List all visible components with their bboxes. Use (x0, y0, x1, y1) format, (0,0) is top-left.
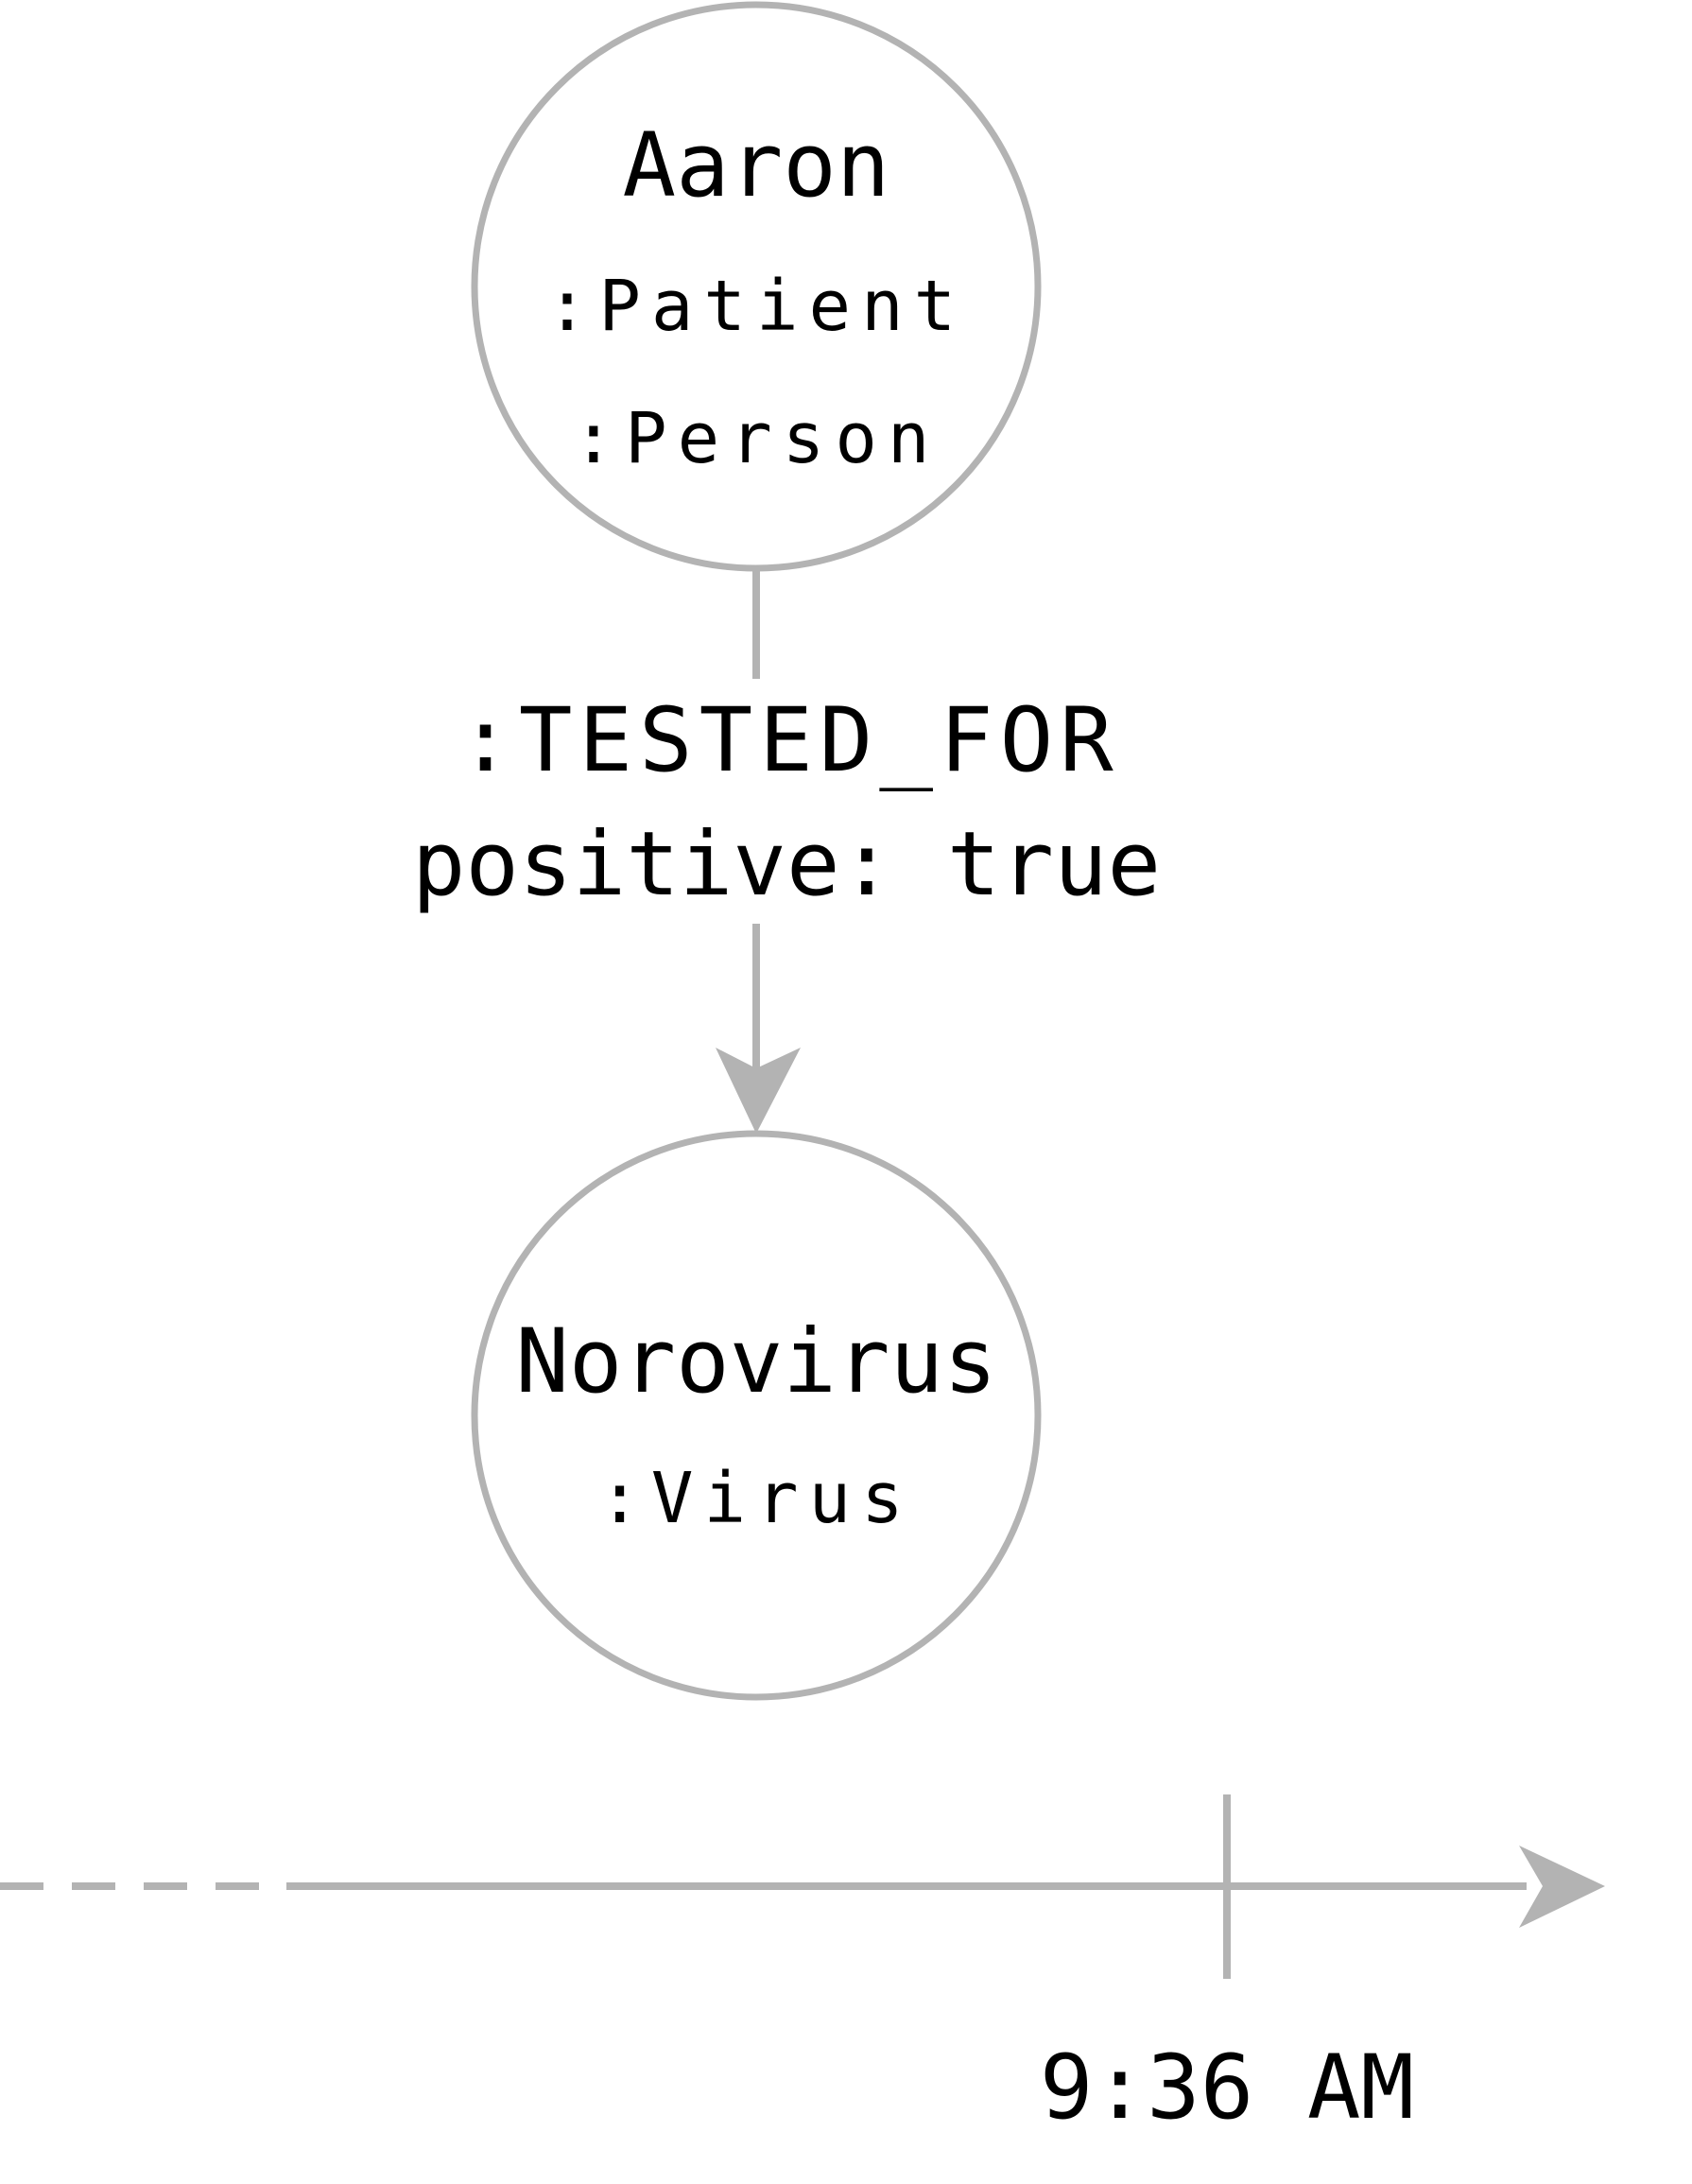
node-aaron-label-patient: :Patient (546, 266, 966, 347)
node-norovirus[interactable]: Norovirus :Virus (471, 1130, 1042, 1701)
node-norovirus-circle (471, 1130, 1042, 1701)
node-aaron-label-person: :Person (573, 398, 941, 479)
edge-arrowhead (716, 1048, 801, 1134)
node-norovirus-name: Norovirus (515, 1310, 996, 1413)
node-aaron[interactable]: Aaron :Patient :Person (471, 1, 1042, 572)
relationship-property-label: positive: true (412, 813, 1161, 916)
node-aaron-name: Aaron (623, 114, 890, 217)
timeline: 9:36 AM (0, 1794, 1605, 2140)
node-norovirus-label-virus: :Virus (598, 1458, 913, 1539)
relationship-type-label: :TESTED_FOR (458, 689, 1120, 792)
timeline-tick-label: 9:36 AM (1040, 2037, 1414, 2140)
node-aaron-circle (471, 1, 1042, 572)
timeline-arrowhead (1519, 1846, 1605, 1928)
relationship-tested-for[interactable]: :TESTED_FOR positive: true (412, 571, 1161, 1134)
